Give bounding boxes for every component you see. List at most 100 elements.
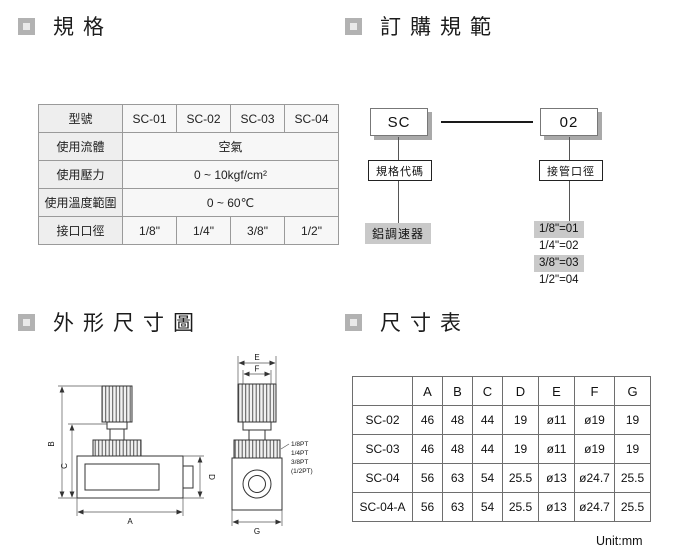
port-code-list: 1/8"=01 1/4"=02 3/8"=03 1/2"=04 bbox=[534, 221, 584, 289]
thread-label: 1/8PT bbox=[291, 441, 308, 448]
thread-labels: 1/8PT 1/4PT 3/8PT (1/2PT) bbox=[291, 441, 313, 475]
connector-line bbox=[569, 181, 570, 221]
thread-label: 3/8PT bbox=[291, 459, 308, 466]
dim-table-row: SC-02 46 48 44 19 ø11 ø19 19 bbox=[352, 405, 651, 435]
dim-model-cell: SC-03 bbox=[352, 434, 413, 464]
knob-neck-side bbox=[106, 421, 128, 430]
section-bullet-icon bbox=[18, 313, 35, 331]
stem-front bbox=[248, 429, 266, 441]
spec-value-cell: 1/4" bbox=[176, 216, 231, 245]
body-front bbox=[231, 457, 283, 511]
spec-value-cell: 0 ~ 10kgf/cm² bbox=[122, 160, 339, 189]
dim-table-row: SC-03 46 48 44 19 ø11 ø19 19 bbox=[352, 434, 651, 464]
dim-value-cell: 25.5 bbox=[614, 492, 651, 522]
dim-value-cell: 19 bbox=[502, 405, 539, 435]
dim-value-cell: ø13 bbox=[538, 463, 575, 493]
port-circle-inner bbox=[248, 475, 266, 493]
spec-row-label: 使用流體 bbox=[38, 132, 123, 161]
front-view-dim-labels: E F G bbox=[254, 353, 260, 536]
spec-section-header: 規格 bbox=[18, 14, 113, 39]
dim-col-header: B bbox=[442, 376, 473, 406]
dim-value-cell: 56 bbox=[412, 492, 443, 522]
section-bullet-icon bbox=[345, 313, 362, 331]
connector-line bbox=[569, 137, 570, 160]
dim-value-cell: ø13 bbox=[538, 492, 575, 522]
front-view-dimension-lines bbox=[231, 356, 290, 526]
stem-side bbox=[109, 428, 125, 441]
section-bullet-inner-icon bbox=[23, 22, 30, 30]
dim-col-header: G bbox=[614, 376, 651, 406]
dim-col-header: E bbox=[538, 376, 575, 406]
outlet-stub-side bbox=[182, 465, 194, 489]
dim-value-cell: ø24.7 bbox=[574, 492, 615, 522]
dimension-drawing-svg: B C A D bbox=[47, 353, 313, 536]
prefix-description-tag: 鋁調速器 bbox=[365, 223, 432, 244]
spec-value-cell: 3/8" bbox=[230, 216, 285, 245]
spec-section-title: 規格 bbox=[53, 16, 113, 39]
spec-table-row: 接口口徑 1/8" 1/4" 3/8" 1/2" bbox=[38, 216, 339, 245]
spec-value-cell: 1/8" bbox=[122, 216, 177, 245]
spec-row-label: 使用壓力 bbox=[38, 160, 123, 189]
spec-value-cell: 空氣 bbox=[122, 132, 339, 161]
dim-value-cell: 56 bbox=[412, 463, 443, 493]
dim-value-cell: ø19 bbox=[574, 405, 615, 435]
spec-value-cell: 0 ~ 60℃ bbox=[122, 188, 339, 217]
body-plate-side bbox=[84, 463, 160, 491]
dim-value-cell: 25.5 bbox=[614, 463, 651, 493]
drawing-section-title: 外形尺寸圖 bbox=[53, 312, 203, 335]
dim-value-cell: ø11 bbox=[538, 434, 575, 464]
dim-model-cell: SC-02 bbox=[352, 405, 413, 435]
dim-value-cell: 48 bbox=[442, 434, 473, 464]
dim-value-cell: 46 bbox=[412, 434, 443, 464]
connector-line bbox=[398, 181, 399, 223]
ordering-code-diagram: SC 02 規格代碼 鋁調速器 接管口徑 1/8"=01 1/4"=02 3/8… bbox=[345, 100, 675, 300]
lock-ring-front bbox=[233, 439, 281, 459]
spec-table-row: 型號 SC-01 SC-02 SC-03 SC-04 bbox=[38, 104, 339, 133]
body-side bbox=[76, 455, 184, 499]
dims-section-header: 尺寸表 bbox=[345, 310, 470, 335]
order-code-prefix-box: SC bbox=[370, 108, 428, 136]
dim-col-header bbox=[352, 376, 413, 406]
spec-table-row: 使用溫度範圍 0 ~ 60℃ bbox=[38, 188, 339, 217]
lock-ring-side bbox=[92, 439, 142, 457]
dim-col-header: C bbox=[472, 376, 503, 406]
spec-row-label: 型號 bbox=[38, 104, 123, 133]
spec-row-label: 接口口徑 bbox=[38, 216, 123, 245]
ordering-section-header: 訂購規範 bbox=[345, 14, 500, 39]
dim-value-cell: 25.5 bbox=[502, 463, 539, 493]
front-view bbox=[231, 383, 283, 511]
spec-value-cell: SC-02 bbox=[176, 104, 231, 133]
connector-line bbox=[398, 137, 399, 160]
dim-col-header: A bbox=[412, 376, 443, 406]
dim-col-header: D bbox=[502, 376, 539, 406]
dim-table-row: SC-04-A 56 63 54 25.5 ø13 ø24.7 25.5 bbox=[352, 492, 651, 522]
dim-model-cell: SC-04-A bbox=[352, 492, 413, 522]
spec-table: 型號 SC-01 SC-02 SC-03 SC-04 使用流體 空氣 使用壓力 … bbox=[38, 104, 339, 245]
side-view bbox=[76, 385, 194, 499]
dim-table-row: SC-04 56 63 54 25.5 ø13 ø24.7 25.5 bbox=[352, 463, 651, 493]
spec-value-cell: SC-01 bbox=[122, 104, 177, 133]
dim-label-g: G bbox=[254, 527, 260, 536]
port-size-field-label: 接管口徑 bbox=[539, 160, 603, 181]
order-code-separator-line bbox=[441, 121, 533, 123]
dim-label-e: E bbox=[254, 353, 259, 362]
dim-value-cell: 19 bbox=[614, 434, 651, 464]
dim-label-f: F bbox=[255, 365, 260, 374]
section-bullet-icon bbox=[18, 17, 35, 35]
thread-label: 1/4PT bbox=[291, 450, 308, 457]
knob-neck-front bbox=[242, 421, 272, 431]
port-circle-outer bbox=[242, 469, 272, 499]
spec-value-cell: SC-03 bbox=[230, 104, 285, 133]
spec-value-cell: 1/2" bbox=[284, 216, 339, 245]
dim-value-cell: 63 bbox=[442, 463, 473, 493]
dimension-table: A B C D E F G SC-02 46 48 44 19 ø11 ø19 … bbox=[352, 376, 651, 522]
port-code-item: 3/8"=03 bbox=[534, 255, 584, 272]
dim-value-cell: 54 bbox=[472, 463, 503, 493]
dim-value-cell: 54 bbox=[472, 492, 503, 522]
dim-value-cell: 44 bbox=[472, 405, 503, 435]
ordering-section-title: 訂購規範 bbox=[380, 16, 500, 39]
spec-row-label: 使用溫度範圍 bbox=[38, 188, 123, 217]
dim-model-cell: SC-04 bbox=[352, 463, 413, 493]
knob-front bbox=[237, 383, 277, 423]
outline-drawing: B C A D bbox=[20, 350, 332, 545]
